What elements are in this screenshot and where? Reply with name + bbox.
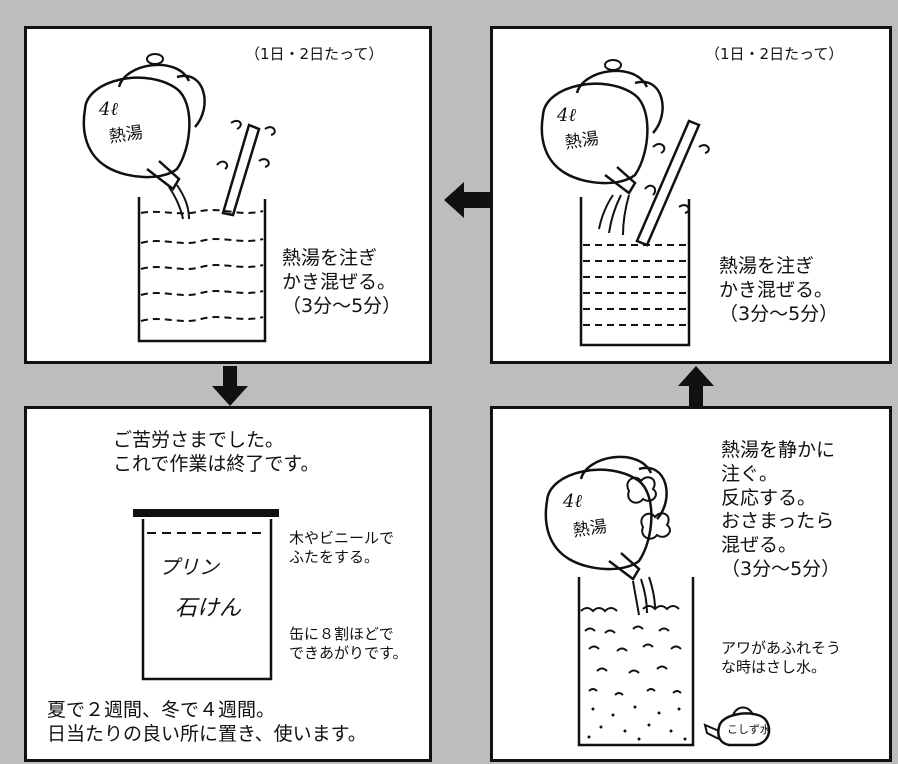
- kettle-label-volume: 4ℓ: [557, 105, 576, 126]
- panel-stir-after-days-right: （1日・2日たって） 4ℓ 熱湯 熱湯を注ぎ かき混ぜる。 （3分～5分）: [490, 26, 892, 364]
- down-arrow: [212, 366, 248, 406]
- kettle-pouring-foam-illustration: [544, 455, 771, 747]
- left-arrow: [444, 182, 492, 218]
- lid-note: 木やビニールで ふたをする。: [289, 529, 395, 566]
- caution-note: アワがあふれそう な時はさし水。: [721, 639, 842, 676]
- soap-can-illustration: [133, 509, 279, 681]
- stir-instruction: 熱湯を注ぎ かき混ぜる。 （3分～5分）: [282, 247, 402, 317]
- kettle-pouring-illustration: [540, 59, 710, 347]
- panel-finished: ご苦労さまでした。 これで作業は終了です。 プリン 石けん 木やビニールで ふた…: [24, 406, 432, 762]
- elapsed-note: （1日・2日たって）: [705, 45, 844, 63]
- stir-instruction: 熱湯を注ぎ かき混ぜる。 （3分～5分）: [719, 255, 839, 325]
- pour-instruction: 熱湯を静かに 注ぐ。 反応する。 おさまったら 混ぜる。 （3分～5分）: [721, 439, 841, 580]
- kettle-label-volume: 4ℓ: [563, 491, 582, 512]
- fill-note: 缶に８割ほどで できあがりです。: [289, 625, 408, 662]
- kettle-label-volume: 4ℓ: [99, 99, 118, 120]
- up-arrow: [678, 366, 714, 406]
- water-kettle-label: こしず水: [727, 723, 771, 736]
- panel-pour-gently: 熱湯を静かに 注ぐ。 反応する。 おさまったら 混ぜる。 （3分～5分） アワが…: [490, 406, 892, 762]
- panel-stir-after-days-left: （1日・2日たって） 4ℓ 熱湯 熱湯を注ぎ かき混ぜる。 （3分～5分）: [24, 26, 432, 364]
- finished-heading: ご苦労さまでした。 これで作業は終了です。: [113, 429, 320, 475]
- footer-note: 夏で２週間、冬で４週間。 日当たりの良い所に置き、使います。: [47, 699, 367, 745]
- can-label-soap: 石けん: [175, 596, 242, 621]
- elapsed-note: （1日・2日たって）: [245, 45, 384, 63]
- can-label-purin: プリン: [159, 555, 219, 579]
- kettle-pouring-illustration: [82, 53, 276, 343]
